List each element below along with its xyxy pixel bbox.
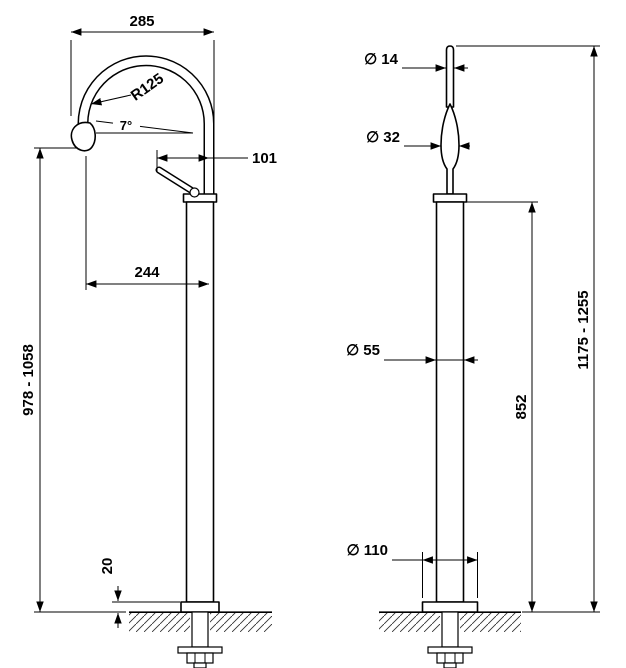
dim-spout-height-range: 978 - 1058	[20, 147, 126, 613]
dim-label-base-plate-height: 20	[99, 558, 116, 575]
leader-line	[90, 94, 132, 106]
dim-total-height-range: 1175 - 1255	[456, 45, 600, 613]
angle-slope-line	[95, 120, 194, 134]
column-cap-front	[432, 193, 468, 203]
faucet-front-view	[421, 45, 479, 668]
dim-spout-width: 285	[70, 13, 215, 126]
faucet-side-view	[70, 55, 223, 668]
nut-facet-lines-front	[444, 653, 456, 663]
mixer-handle	[155, 166, 200, 198]
dim-base-plate-height: 20	[99, 558, 180, 628]
base-ring-front	[421, 601, 479, 613]
dim-label-spout-tip-diameter: ∅ 32	[366, 129, 400, 146]
dim-label-handle-offset: 101	[252, 150, 277, 167]
column-body-front	[435, 201, 465, 603]
dim-spout-reach: 244	[85, 156, 209, 290]
floor-mounting-front	[427, 611, 473, 668]
dim-label-column-height: 852	[513, 394, 530, 419]
dim-column-diameter: ∅ 55	[346, 342, 478, 364]
dim-label-spout-height-range: 978 - 1058	[20, 344, 37, 416]
dim-spout-tip-diameter: ∅ 32	[366, 129, 470, 150]
dim-base-diameter: ∅ 110	[347, 542, 478, 598]
dim-column-height: 852	[466, 201, 538, 612]
dim-label-base-diameter: ∅ 110	[347, 542, 388, 559]
mounting-stub-front	[443, 662, 457, 668]
mounting-stub-side	[193, 662, 207, 668]
dim-label-spout-reach: 244	[134, 264, 160, 281]
dim-label-column-diameter: ∅ 55	[346, 342, 380, 359]
mounting-shaft-side	[191, 611, 209, 648]
outlet-stem-front	[445, 45, 455, 108]
handle-joint	[189, 187, 200, 198]
mounting-nut-side	[186, 652, 214, 664]
mounting-washer-side	[177, 646, 223, 654]
dim-label-spout-angle: 7°	[120, 118, 132, 133]
column-body-side	[185, 201, 215, 603]
mounting-nut-front	[436, 652, 464, 664]
nut-facet-lines-side	[194, 653, 206, 663]
dim-label-total-height-range: 1175 - 1255	[575, 290, 592, 369]
spout-outlet-drop	[70, 121, 96, 152]
gooseneck-spout-fill	[79, 56, 214, 196]
dim-outlet-diameter: ∅ 14	[364, 51, 468, 72]
mounting-shaft-front	[441, 611, 459, 648]
floor-mounting-side	[177, 611, 223, 668]
spout-teardrop-front	[440, 103, 460, 195]
dim-label-spout-width: 285	[129, 13, 154, 30]
base-ring-side	[180, 601, 220, 613]
handle-lever-fill	[157, 168, 196, 194]
dim-spout-angle: 7°	[95, 118, 194, 134]
mounting-washer-front	[427, 646, 473, 654]
dim-label-spout-radius: R125	[128, 70, 167, 104]
dim-handle-offset: 101	[156, 150, 277, 172]
dim-label-outlet-diameter: ∅ 14	[364, 51, 399, 68]
column-cap-side	[182, 193, 218, 203]
